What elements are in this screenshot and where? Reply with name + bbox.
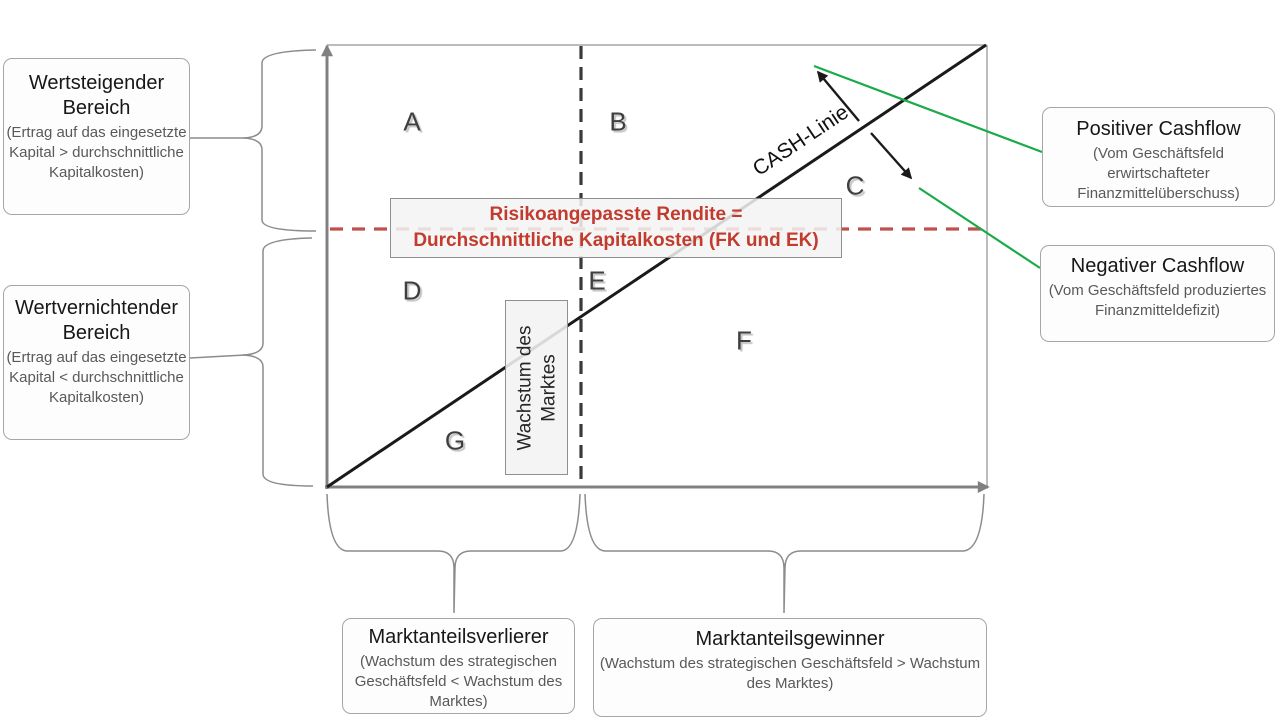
region-label-g: G [444, 425, 466, 456]
callout-market-share-winner: Marktanteilsgewinner (Wachstum des strat… [593, 618, 987, 717]
threshold-line-2: Durchschnittliche Kapitalkosten (FK und … [413, 230, 819, 251]
callout-detail: (Ertrag auf das eingesetzte Kapital < du… [6, 349, 187, 406]
region-label-c: C [845, 170, 865, 201]
region-label-a: A [403, 106, 421, 137]
market-growth-axis-box: Wachstum des Marktes [505, 300, 568, 475]
callout-title: Positiver Cashflow [1076, 118, 1241, 140]
callout-market-share-loser: Marktanteilsverlierer (Wachstum des stra… [342, 618, 575, 714]
value-destroying-brace [242, 237, 314, 487]
region-label-f: F [736, 325, 752, 356]
threshold-line-1: Risikoangepasste Rendite = [489, 204, 743, 226]
region-label-d: D [402, 275, 422, 306]
value-increasing-brace [243, 49, 317, 232]
callout-detail: (Wachstum des strategischen Geschäftsfel… [354, 653, 563, 710]
risk-adjusted-return-box: Risikoangepasste Rendite = Durchschnittl… [390, 198, 842, 258]
region-label-b: B [609, 106, 627, 137]
callout-title: Marktanteilsverlierer [368, 626, 549, 648]
market-growth-line-2: Marktes [537, 353, 559, 422]
callout-title: Marktanteilsgewinner [695, 628, 885, 650]
callout-positive-cashflow: Positiver Cashflow (Vom Geschäftsfeld er… [1042, 107, 1275, 207]
callout-detail: (Ertrag auf das eingesetzte Kapital > du… [6, 124, 187, 181]
callout-detail: (Vom Geschäftsfeld produziertes Finanzmi… [1048, 282, 1267, 319]
market-share-loser-brace [326, 493, 581, 614]
positive-cashflow-connector-line [813, 64, 1043, 154]
negative-cashflow-connector-line [918, 187, 1041, 269]
callout-detail: (Vom Geschäftsfeld erwirtschafteter Fina… [1077, 145, 1240, 202]
positive-cashflow-arrow [816, 70, 860, 122]
callout-value-increasing: Wertsteigender Bereich (Ertrag auf das e… [3, 58, 190, 215]
region-label-e: E [588, 265, 606, 296]
market-growth-line-1: Wachstum des [513, 325, 535, 450]
market-growth-axis-label: Wachstum des Marktes [513, 300, 561, 475]
callout-negative-cashflow: Negativer Cashflow (Vom Geschäftsfeld pr… [1040, 245, 1275, 342]
callout-title: Wertvernichtender Bereich [14, 297, 179, 344]
cash-line [326, 43, 987, 489]
negative-cashflow-arrow [870, 132, 913, 180]
callout-title: Negativer Cashflow [1070, 255, 1245, 277]
value-destroying-connector [189, 354, 246, 359]
callout-value-destroying: Wertvernichtender Bereich (Ertrag auf da… [3, 285, 190, 440]
callout-detail: (Wachstum des strategischen Geschäftsfel… [599, 655, 981, 692]
market-share-winner-brace [584, 493, 985, 614]
callout-title: Wertsteigender Bereich [28, 72, 165, 119]
